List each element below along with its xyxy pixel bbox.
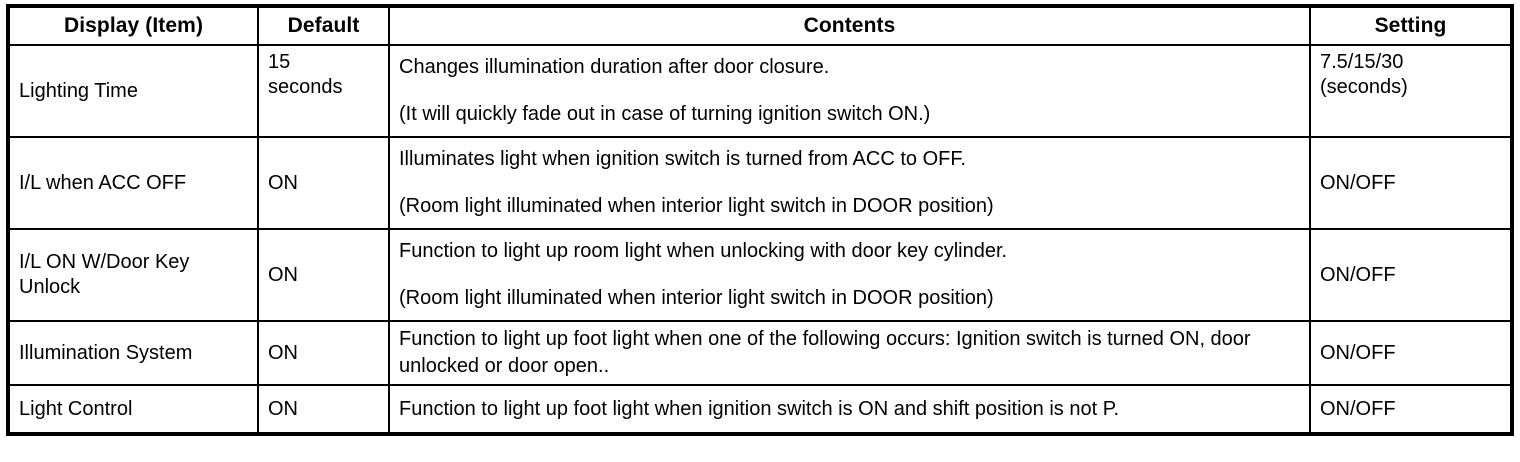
row-default-value: ON: [268, 171, 298, 194]
cell-display-item: Lighting Time: [7, 44, 259, 138]
cell-display-item: Light Control: [7, 384, 259, 435]
row-contents-paragraph-2: (Room light illuminated when interior li…: [399, 287, 994, 309]
table-header: Display (Item) Default Contents Setting: [7, 5, 1513, 46]
row-setting-value-line1: 7.5/15/30: [1320, 51, 1404, 73]
table-row: I/L ON W/Door Key Unlock ON Function to …: [7, 228, 1513, 322]
row-contents-text: Function to light up foot light when ign…: [399, 397, 1120, 420]
cell-contents: Function to light up room light when unl…: [388, 228, 1311, 322]
row-item-label: I/L ON W/Door Key Unlock: [10, 246, 257, 304]
column-header-display-item-label: Display (Item): [63, 14, 204, 37]
column-header-default: Default: [257, 5, 390, 46]
row-setting-value: ON/OFF: [1320, 341, 1396, 364]
table-row: Light Control ON Function to light up fo…: [7, 384, 1513, 435]
row-contents-text: Illuminates light when ignition switch i…: [390, 143, 1309, 223]
row-setting-value: ON/OFF: [1320, 397, 1396, 420]
table-row: Illumination System ON Function to light…: [7, 320, 1513, 386]
row-default-value: ON: [268, 397, 298, 420]
table-body: Lighting Time 15 seconds Changes illumin…: [7, 44, 1513, 435]
row-contents-paragraph-1: Changes illumination duration after door…: [399, 56, 830, 78]
cell-default: ON: [257, 320, 390, 386]
cell-contents: Illuminates light when ignition switch i…: [388, 136, 1311, 230]
row-item-label: Lighting Time: [19, 79, 138, 102]
table-row: Lighting Time 15 seconds Changes illumin…: [7, 44, 1513, 138]
row-default-value: 15 seconds: [259, 46, 388, 104]
column-header-contents: Contents: [388, 5, 1311, 46]
column-header-default-label: Default: [287, 14, 360, 37]
column-header-setting-label: Setting: [1374, 14, 1447, 37]
row-setting-value-line2: (seconds): [1320, 76, 1408, 98]
cell-setting: ON/OFF: [1309, 228, 1513, 322]
row-contents-paragraph-1: Function to light up room light when unl…: [399, 240, 1008, 262]
cell-display-item: I/L when ACC OFF: [7, 136, 259, 230]
row-default-value: ON: [268, 341, 298, 364]
row-item-label: Illumination System: [19, 341, 193, 364]
cell-contents: Function to light up foot light when one…: [388, 320, 1311, 386]
row-contents-paragraph-1: Illuminates light when ignition switch i…: [399, 148, 966, 170]
cell-setting: ON/OFF: [1309, 136, 1513, 230]
row-setting-value: 7.5/15/30 (seconds): [1311, 46, 1510, 104]
row-setting-value: ON/OFF: [1320, 171, 1396, 194]
cell-default: ON: [257, 228, 390, 322]
row-contents-text: Function to light up foot light when one…: [399, 328, 1251, 377]
cell-setting: 7.5/15/30 (seconds): [1309, 44, 1513, 138]
row-contents-text: Changes illumination duration after door…: [390, 51, 1309, 131]
row-contents-paragraph-2: (It will quickly fade out in case of tur…: [399, 103, 931, 125]
column-header-setting: Setting: [1309, 5, 1513, 46]
row-item-label-line1: I/L ON W/Door Key: [19, 251, 190, 273]
row-item-label: I/L when ACC OFF: [19, 171, 187, 194]
table-row: I/L when ACC OFF ON Illuminates light wh…: [7, 136, 1513, 230]
row-item-label-line2: Unlock: [19, 276, 81, 298]
row-contents-text: Function to light up room light when unl…: [390, 235, 1309, 315]
row-setting-value: ON/OFF: [1320, 263, 1396, 286]
row-contents-paragraph-2: (Room light illuminated when interior li…: [399, 195, 994, 217]
row-default-value-line1: 15: [268, 51, 291, 73]
cell-display-item: Illumination System: [7, 320, 259, 386]
cell-display-item: I/L ON W/Door Key Unlock: [7, 228, 259, 322]
vehicle-settings-table: Display (Item) Default Contents Setting …: [6, 4, 1514, 436]
cell-contents: Changes illumination duration after door…: [388, 44, 1311, 138]
cell-default: 15 seconds: [257, 44, 390, 138]
column-header-display-item: Display (Item): [7, 5, 259, 46]
column-header-contents-label: Contents: [803, 14, 896, 37]
row-default-value: ON: [268, 263, 298, 286]
cell-setting: ON/OFF: [1309, 320, 1513, 386]
cell-setting: ON/OFF: [1309, 384, 1513, 435]
row-item-label: Light Control: [19, 397, 133, 420]
cell-contents: Function to light up foot light when ign…: [388, 384, 1311, 435]
cell-default: ON: [257, 136, 390, 230]
row-default-value-line2: seconds: [268, 76, 343, 98]
cell-default: ON: [257, 384, 390, 435]
header-row: Display (Item) Default Contents Setting: [7, 5, 1513, 46]
